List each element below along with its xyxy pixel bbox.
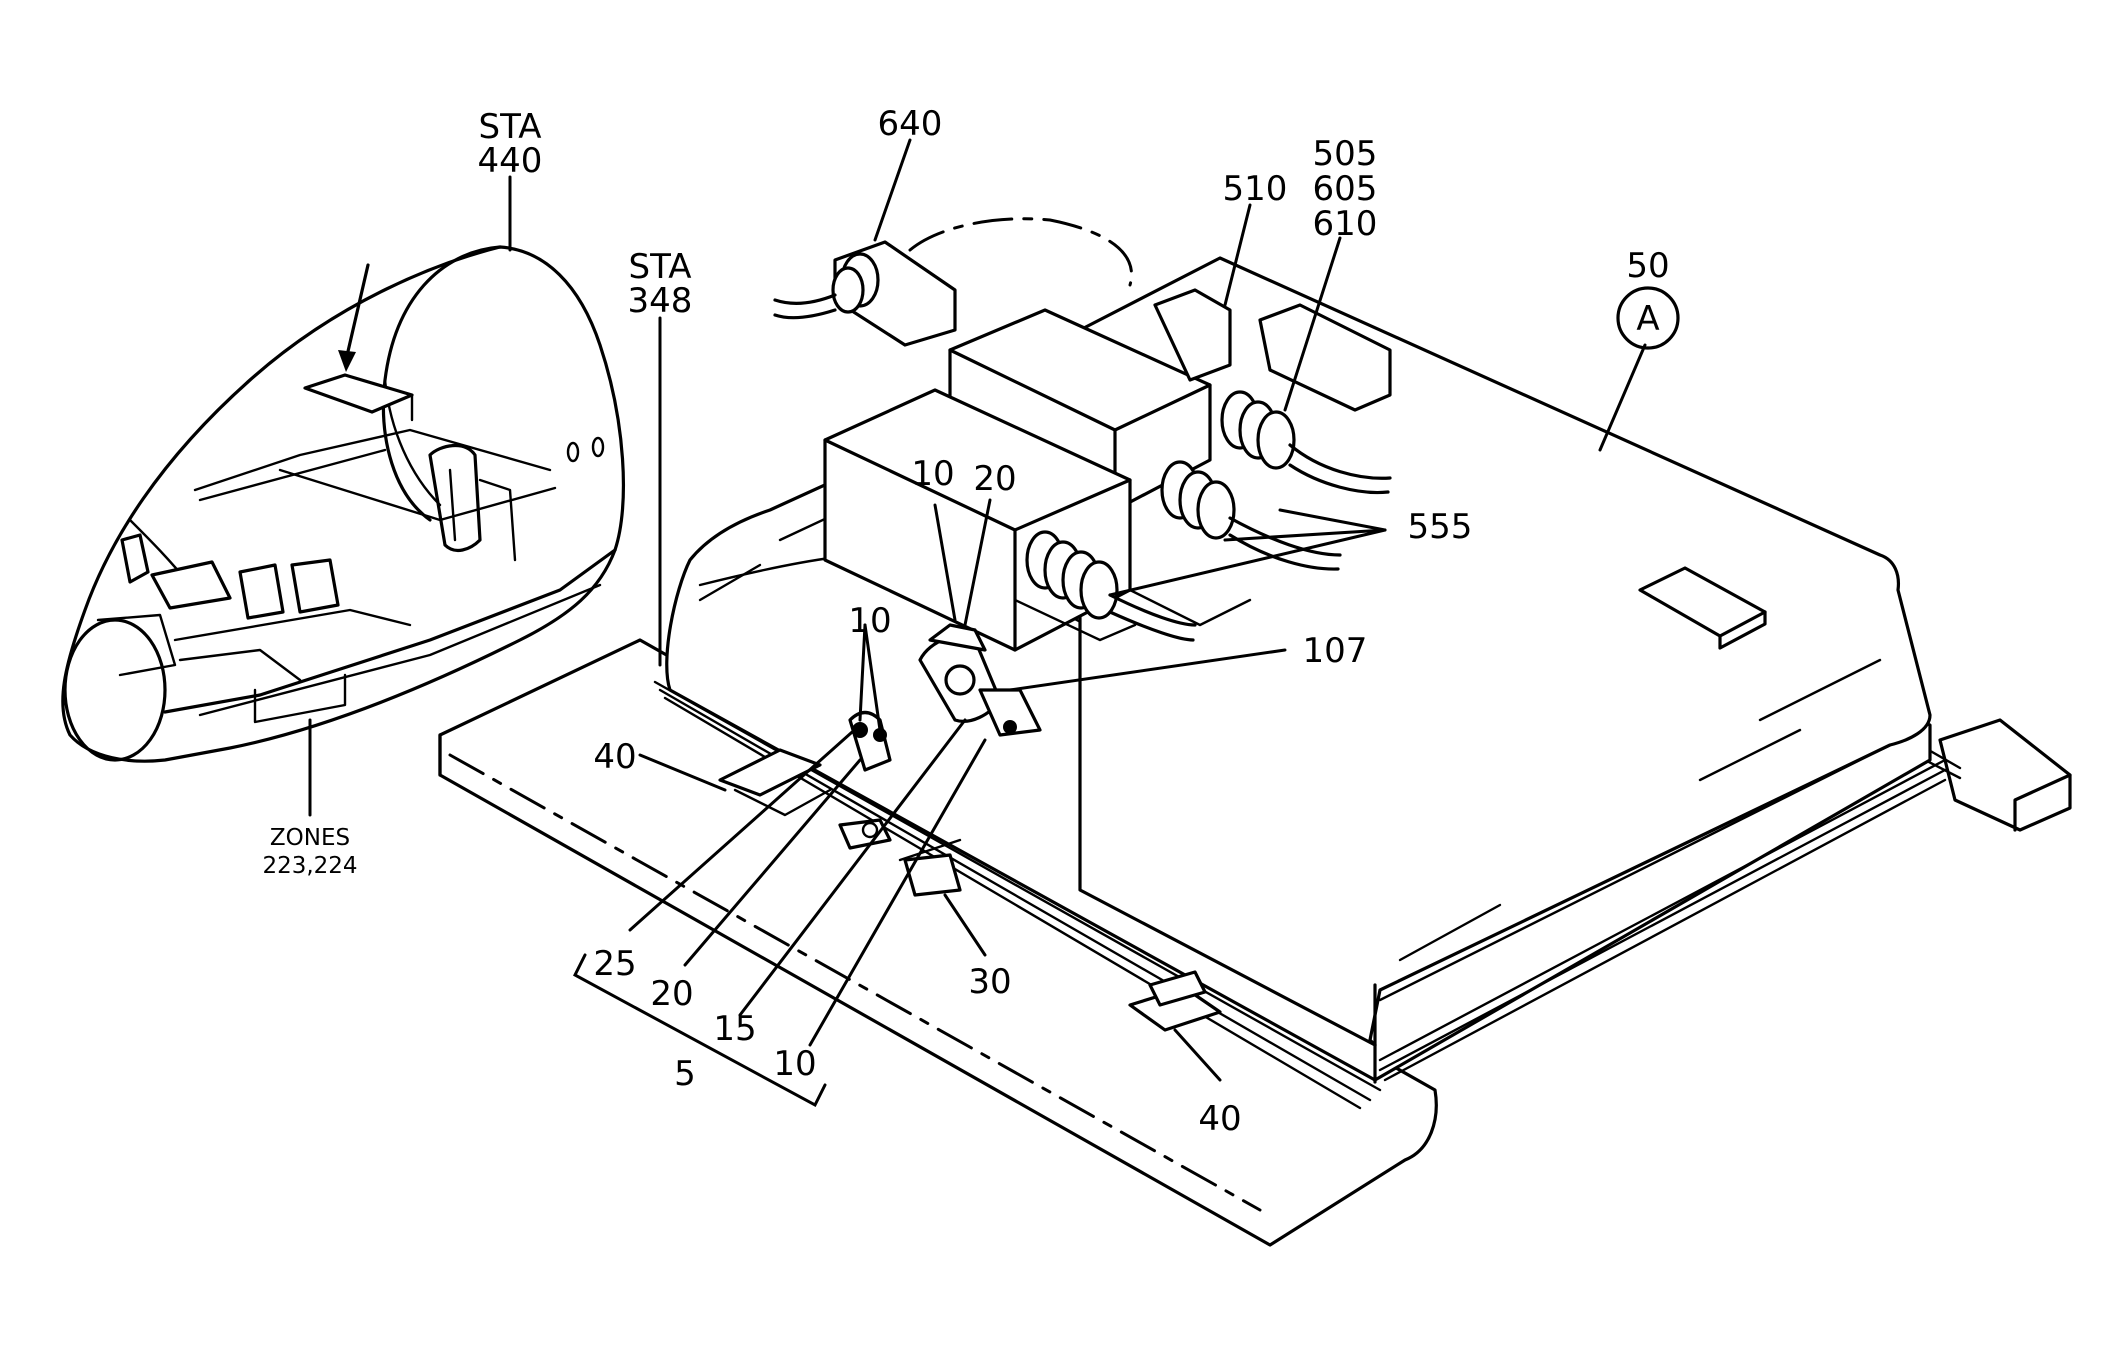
label-item-510: 510 <box>1223 169 1288 209</box>
label-item-40-left: 40 <box>593 737 636 777</box>
mounting-hardware <box>718 623 1222 1032</box>
label-item-10-top: 10 <box>911 454 954 494</box>
label-item-25: 25 <box>593 944 636 984</box>
label-sta-348-line2: 348 <box>628 281 693 321</box>
connector-640 <box>773 217 1133 347</box>
connector-555-middle <box>1160 460 1342 571</box>
label-sta-440-line1: STA <box>479 107 542 147</box>
detail-a-circle <box>1616 286 1680 350</box>
label-item-20-top: 20 <box>973 459 1016 499</box>
label-zones-line1: ZONES <box>270 825 350 851</box>
label-item-40-bottom: 40 <box>1198 1099 1241 1139</box>
label-item-10-bottom: 10 <box>773 1044 816 1084</box>
label-item-505: 505 <box>1313 134 1378 174</box>
label-item-30: 30 <box>968 962 1011 1002</box>
label-item-605: 605 <box>1313 169 1378 209</box>
label-detail-a: A <box>1636 299 1659 339</box>
label-item-10-left: 10 <box>848 601 891 641</box>
label-item-50: 50 <box>1626 246 1669 286</box>
label-item-5: 5 <box>674 1054 696 1094</box>
label-item-610: 610 <box>1313 204 1378 244</box>
label-sta-440-line2: 440 <box>478 141 543 181</box>
label-sta-348-line1: STA <box>629 247 692 287</box>
connector-555-front <box>1025 530 1197 642</box>
connector-610 <box>1220 390 1392 495</box>
label-item-15: 15 <box>713 1009 756 1049</box>
nose-section <box>61 245 625 763</box>
callout-labels: STA 440 STA 348 640 505 605 610 510 50 A… <box>262 104 1680 1139</box>
label-item-20-bottom: 20 <box>650 974 693 1014</box>
connectors <box>773 217 1392 642</box>
label-item-555: 555 <box>1408 507 1473 547</box>
label-item-107: 107 <box>1303 631 1368 671</box>
label-item-640: 640 <box>878 104 943 144</box>
label-zones-line2: 223,224 <box>262 853 357 879</box>
leader-lines <box>308 138 1647 1108</box>
